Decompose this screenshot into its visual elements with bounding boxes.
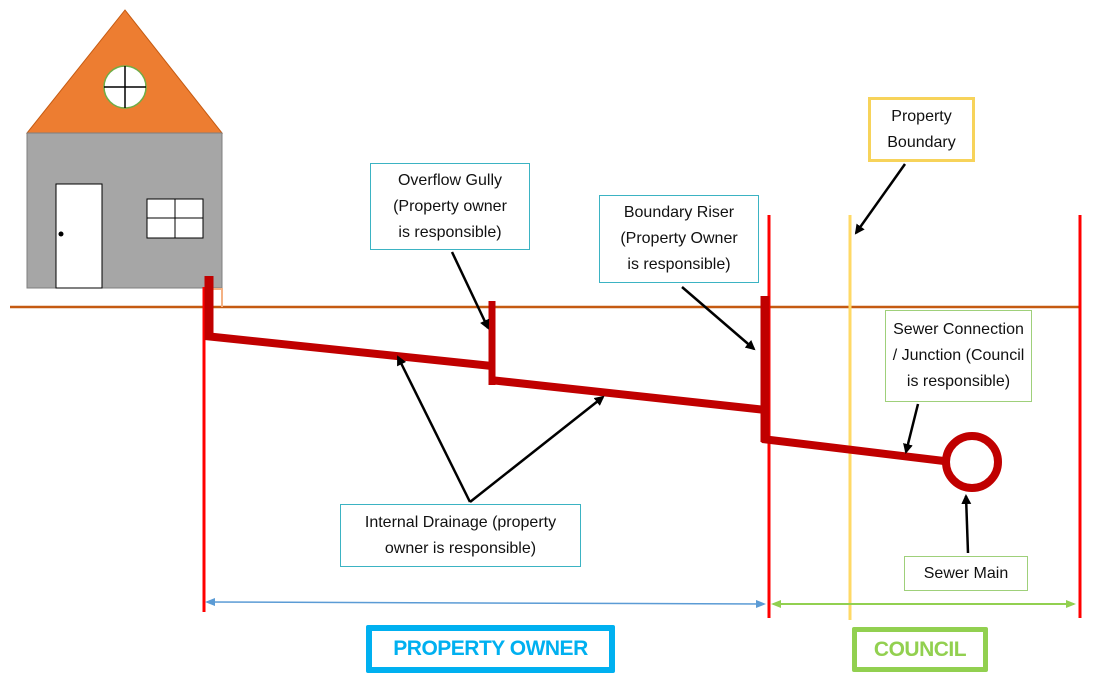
drain-pipe: [204, 276, 945, 465]
arrow-sewer-connection: [903, 403, 920, 454]
arrow-property-boundary: [854, 163, 907, 235]
owner-extent-arrow: [205, 598, 766, 608]
house-icon: [25, 9, 224, 289]
arrow-boundary-riser: [681, 286, 756, 351]
property-boundary-label: Property Boundary: [868, 97, 975, 162]
sewer-main-label: Sewer Main: [904, 556, 1028, 591]
arrow-internal-drainage-2: [469, 395, 605, 503]
internal-drainage-label: Internal Drainage (property owner is res…: [340, 504, 581, 567]
overflow-gully-label: Overflow Gully (Property owner is respon…: [370, 163, 530, 250]
council-zone-badge: COUNCIL: [852, 627, 988, 672]
window-icon: [146, 198, 204, 239]
boundary-riser-label: Boundary Riser (Property Owner is respon…: [599, 195, 759, 283]
door-icon: [55, 183, 103, 289]
sewer-main-pipe: [942, 432, 1002, 492]
arrow-overflow-gully: [450, 251, 490, 330]
arrow-sewer-main: [961, 494, 972, 554]
round-window-icon: [103, 65, 147, 109]
property-owner-zone-badge: PROPERTY OWNER: [366, 625, 615, 673]
arrow-internal-drainage-1: [396, 355, 472, 503]
sewer-connection-label: Sewer Connection / Junction (Council is …: [885, 310, 1032, 402]
